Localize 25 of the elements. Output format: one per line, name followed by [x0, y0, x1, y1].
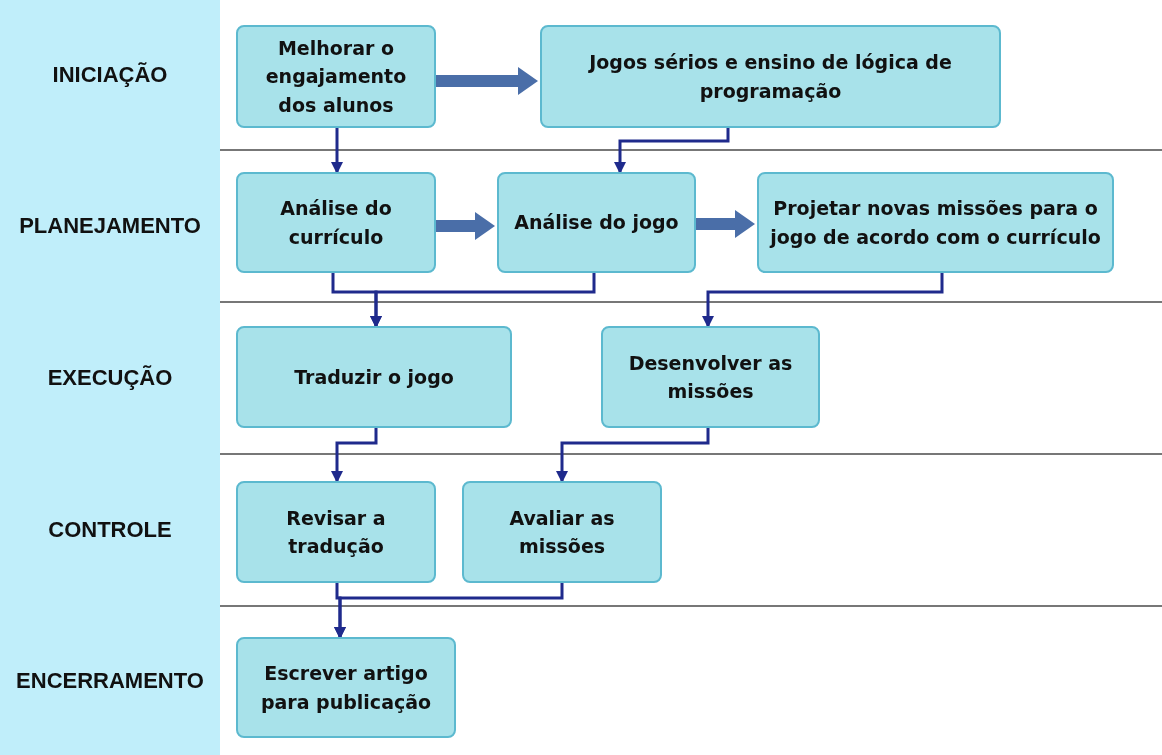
lane-label: EXECUÇÃO	[0, 302, 220, 454]
process-box: Traduzir o jogo	[236, 326, 512, 428]
block-arrow	[436, 67, 538, 95]
connector-arrow	[614, 128, 730, 174]
process-box: Projetar novas missões para o jogo de acordo com o currículo	[757, 172, 1114, 273]
connector-arrow	[702, 273, 944, 328]
connector-arrow	[331, 128, 343, 174]
process-box: Desenvolver as missões	[601, 326, 820, 428]
process-box: Escrever artigo para publicação	[236, 637, 456, 738]
connector-arrow	[331, 428, 378, 483]
lane-label: INICIAÇÃO	[0, 0, 220, 150]
block-arrow	[696, 210, 755, 238]
lane-label: CONTROLE	[0, 454, 220, 606]
lane-label: PLANEJAMENTO	[0, 150, 220, 302]
connector-arrow	[334, 583, 564, 639]
process-box: Análise do currículo	[236, 172, 436, 273]
process-box: Análise do jogo	[497, 172, 696, 273]
lane-label: ENCERRAMENTO	[0, 606, 220, 755]
process-box: Avaliar as missões	[462, 481, 662, 583]
process-box: Revisar a tradução	[236, 481, 436, 583]
process-box: Jogos sérios e ensino de lógica de programação	[540, 25, 1001, 128]
connector-arrow	[556, 428, 710, 483]
connector-arrow	[370, 273, 596, 328]
process-box: Melhorar o engajamento dos alunos	[236, 25, 436, 128]
block-arrow	[436, 212, 495, 240]
